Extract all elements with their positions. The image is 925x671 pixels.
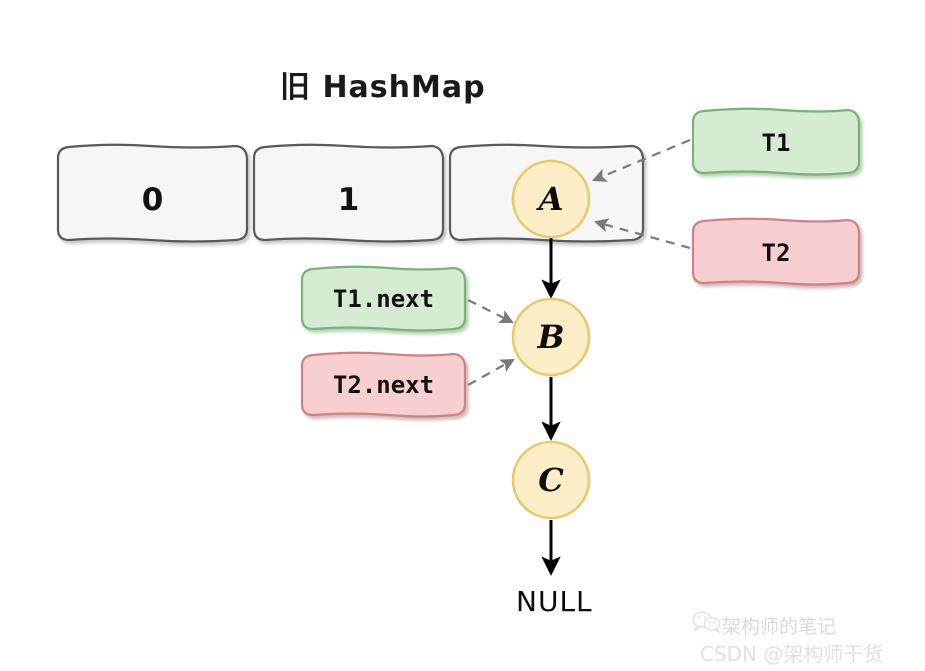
wechat-icon [692,611,722,637]
node-label-b: B [537,318,565,356]
node-circle-b[interactable] [511,297,591,377]
node-label-c: C [538,461,564,499]
tag-box-t2-next[interactable] [300,351,467,418]
array-cell-1[interactable] [252,143,445,243]
page-title: 旧 HashMap [280,70,486,105]
tag-label-t1: T1 [761,129,791,157]
node-label-a: A [538,180,564,218]
thread-pointer-arrows [467,138,691,386]
linked-list-nodes [511,159,591,520]
array-cell-0[interactable] [56,143,249,243]
null-terminator-label: NULL [516,585,593,618]
node-circle-a[interactable] [511,159,591,239]
arrow-t2-to-a [593,218,691,250]
thread-tag-boxes [300,107,861,418]
tag-label-t2-next: T2.next [332,371,435,399]
tag-box-t2[interactable] [691,217,861,286]
arrow-t1-to-a [592,138,691,182]
arrow-t2next-to-b [467,358,515,386]
tag-box-t1-next[interactable] [300,265,467,332]
tag-box-t1[interactable] [691,107,861,176]
watermark-brand: 架构师的笔记 [722,616,837,638]
array-cell-label-0: 0 [141,182,164,218]
array-cell-label-1: 1 [337,182,360,218]
tag-label-t2: T2 [761,239,791,267]
arrow-t1next-to-b [467,299,514,323]
node-circle-c[interactable] [511,440,591,520]
tag-label-t1-next: T1.next [332,285,435,313]
watermark-credit: CSDN @架构师干货 [700,642,884,666]
